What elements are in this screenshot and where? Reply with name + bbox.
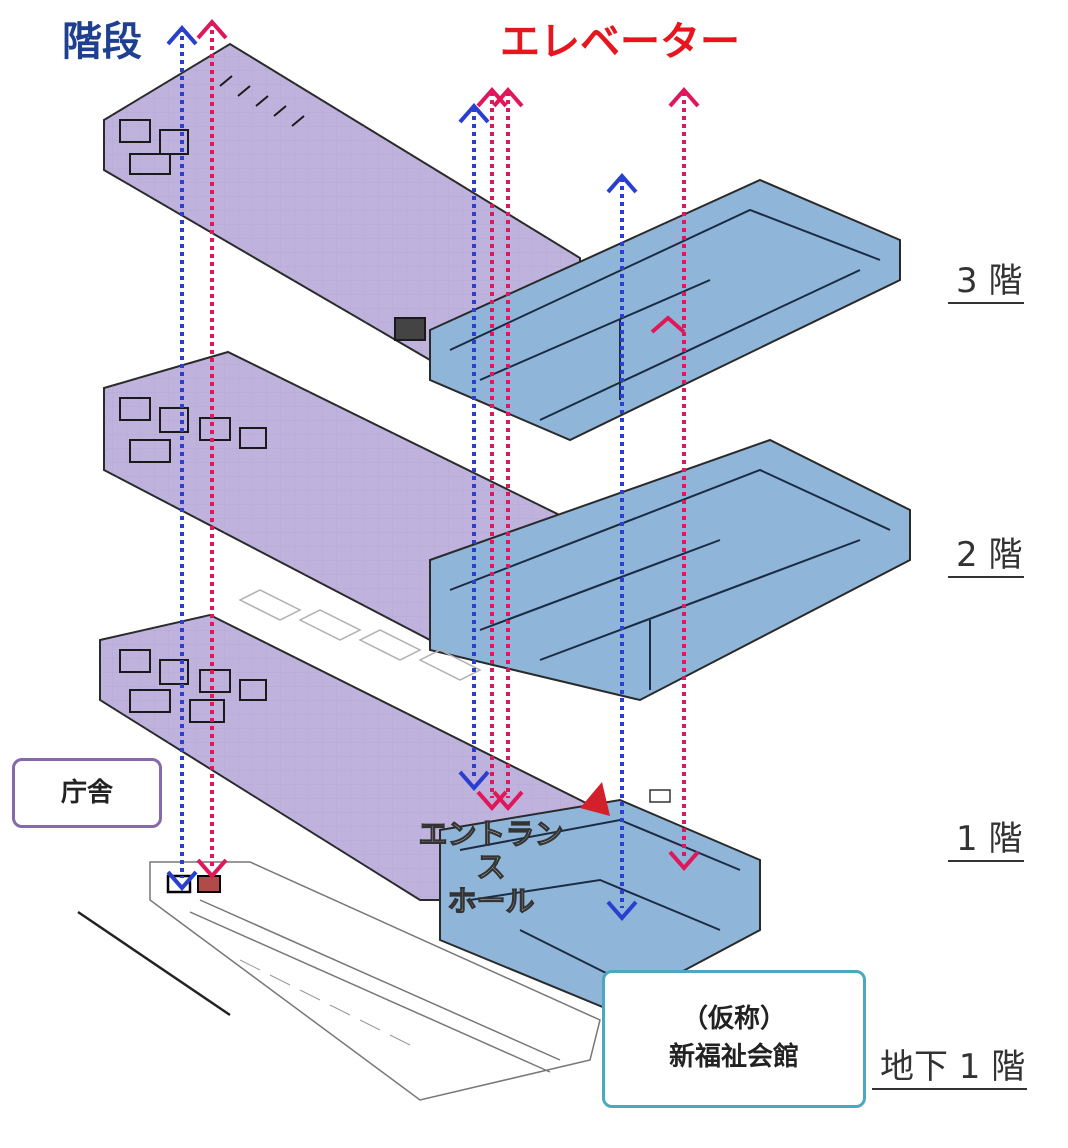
entrance-label-line2: ホール bbox=[447, 883, 535, 918]
stair-arrows bbox=[180, 28, 624, 908]
stairs-legend: 階段 bbox=[62, 19, 142, 65]
kaikan-label-box: （仮称） 新福祉会館 bbox=[602, 970, 866, 1108]
basement-plan bbox=[77, 861, 601, 1101]
entrance-label-line1: エントランス bbox=[418, 817, 564, 885]
elevator-arrows bbox=[210, 22, 686, 866]
entrance-hall-label: エントランス ホール bbox=[416, 817, 566, 918]
floor-1-plan bbox=[99, 613, 761, 1012]
elevator-arrowheads bbox=[196, 18, 700, 880]
elevator-legend: エレベーター bbox=[500, 19, 740, 65]
floor-1-label: 1 階 bbox=[948, 822, 1025, 862]
floor-3-label: 3 階 bbox=[948, 264, 1025, 304]
floor-3-plan bbox=[103, 42, 901, 442]
floor-b1-label: 地下 1 階 bbox=[872, 1050, 1028, 1090]
floor-2-label: 2 階 bbox=[948, 538, 1025, 578]
kaikan-label-line2: 新福祉会館 bbox=[668, 1042, 799, 1072]
chosha-label: 庁舎 bbox=[60, 778, 113, 808]
stair-arrowheads bbox=[166, 24, 638, 922]
entrance-marker bbox=[580, 782, 610, 816]
floor-2-plan bbox=[103, 350, 911, 702]
b1-elevator-core bbox=[197, 875, 221, 893]
kaikan-label-line1: （仮称） bbox=[681, 1004, 786, 1035]
chosha-label-box: 庁舎 bbox=[12, 758, 162, 828]
